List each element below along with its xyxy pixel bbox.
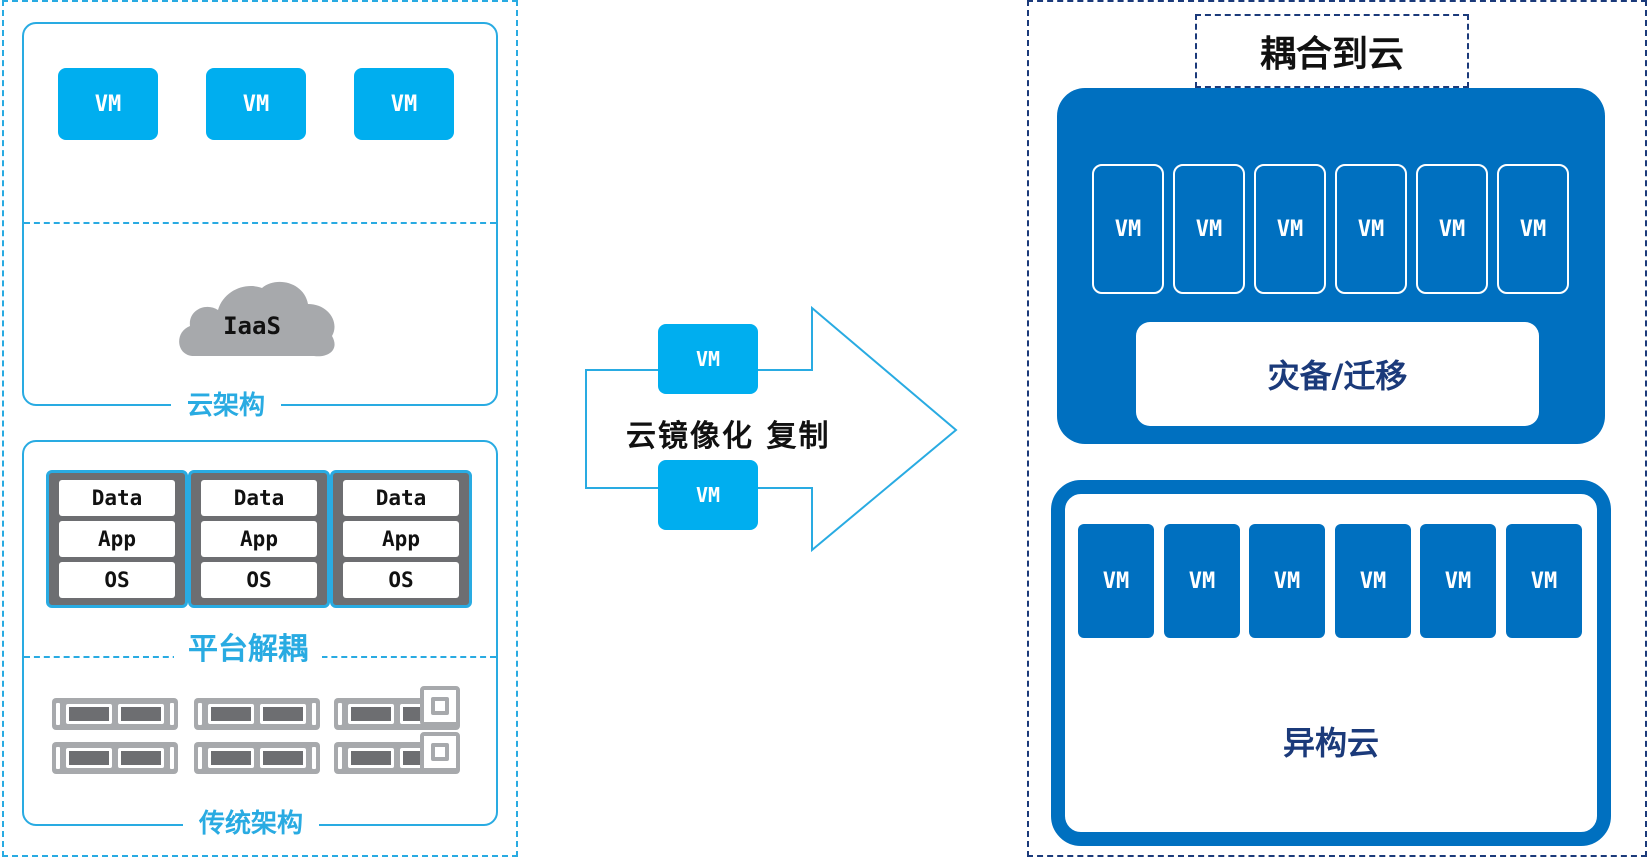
dr-vm-2: VM [1173,164,1245,294]
mirror-vm-bottom: VM [658,460,758,530]
cloud-mirror-replication-label: 云镜像化 复制 [626,419,831,454]
dr-vm-5: VM [1416,164,1488,294]
replication-arrow-icon [585,306,958,552]
right-panel [1027,0,1647,857]
os-layer: OS [343,562,459,598]
data-layer: Data [201,480,317,516]
virtualization-badge-icon [420,732,460,772]
server-icon [194,698,320,730]
cloud-divider [24,222,496,224]
coupling-to-cloud-title: 耦合到云 [1195,14,1469,88]
cloud-vm-2: VM [206,68,306,140]
traditional-architecture-label: 传统架构 [183,808,320,840]
data-layer: Data [343,480,459,516]
os-layer: OS [201,562,317,598]
dr-migration-label: 灾备/迁移 [1136,322,1539,426]
hetero-vm-1: VM [1078,524,1154,638]
iaas-label: IaaS [223,312,281,340]
server-icon [52,742,178,774]
cloud-vm-3: VM [354,68,454,140]
iaas-cloud-icon [179,281,335,357]
cloud-vm-1: VM [58,68,158,140]
cloud-architecture-label: 云架构 [171,390,282,422]
hetero-vm-4: VM [1335,524,1411,638]
dr-vm-6: VM [1497,164,1569,294]
hetero-vm-3: VM [1249,524,1325,638]
hetero-vm-5: VM [1420,524,1496,638]
server-icon [194,742,320,774]
mirror-vm-top: VM [658,324,758,394]
heterogeneous-cloud-label: 异构云 [1282,724,1379,762]
left-panel [2,0,518,857]
app-stack-3: Data App OS [330,470,472,608]
app-layer: App [343,521,459,557]
data-layer: Data [59,480,175,516]
app-stack-2: Data App OS [188,470,330,608]
dr-vm-4: VM [1335,164,1407,294]
virtualization-badge-icon [420,686,460,726]
os-layer: OS [59,562,175,598]
server-icon [52,698,178,730]
dr-vm-1: VM [1092,164,1164,294]
app-layer: App [201,521,317,557]
hetero-vm-6: VM [1506,524,1582,638]
app-stack-1: Data App OS [46,470,188,608]
dr-vm-3: VM [1254,164,1326,294]
hetero-vm-2: VM [1164,524,1240,638]
platform-decoupling-label: 平台解耦 [174,634,322,666]
app-layer: App [59,521,175,557]
